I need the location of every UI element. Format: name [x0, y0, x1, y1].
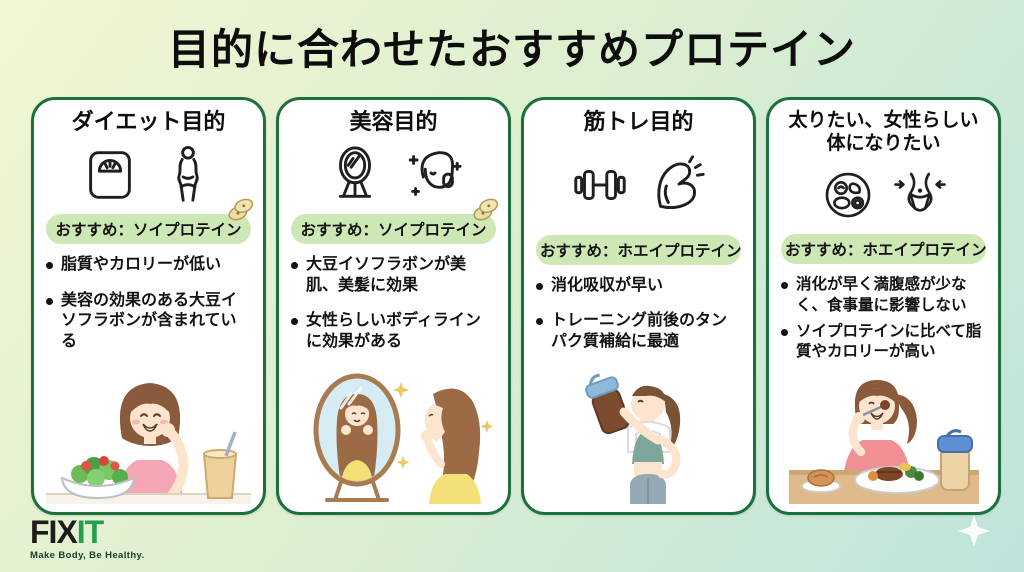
bullet-text: 大豆イソフラボンが美肌、美髪に効果: [306, 255, 467, 294]
scale-icon: [79, 144, 141, 206]
page-title: 目的に合わせたおすすめプロテイン: [167, 26, 856, 73]
bullet-dot: [46, 261, 53, 269]
illustration-woman-drinking-protein-shake: [536, 368, 741, 504]
bullet-dot: [536, 282, 543, 290]
slim-body-icon: [157, 144, 219, 206]
card-heading: 筋トレ目的: [583, 109, 694, 134]
soybean-icon: [226, 197, 256, 228]
bullet-item: ソイプロテインに比べて脂質やカロリーが高い: [781, 322, 986, 362]
card-muscle-training-purpose: 筋トレ目的: [521, 97, 756, 515]
bullet-list: 脂質やカロリーが低い 美容の効果のある大豆イソフラボンが含まれている: [46, 255, 251, 368]
badge-row: おすすめ：ソイプロテイン: [46, 198, 254, 244]
card-beauty-purpose: 美容目的: [276, 97, 511, 515]
bullet-text: 美容の効果のある大豆イソフラボンが含まれている: [61, 291, 238, 351]
logo-part-green: IT: [76, 513, 104, 550]
card-header: 美容目的: [291, 109, 496, 214]
meal-plate-icon: [820, 167, 876, 223]
bullet-dot: [46, 297, 53, 305]
bullet-list: 大豆イソフラボンが美肌、美髪に効果 女性らしいボディラインに効果がある: [291, 255, 496, 368]
soybean-icon: [471, 197, 501, 228]
dumbbell-icon: [569, 154, 631, 216]
bullet-text: ソイプロテインに比べて脂質やカロリーが高い: [796, 322, 982, 360]
logo-part-dark: FIX: [30, 513, 78, 550]
bullet-item: 大豆イソフラボンが美肌、美髪に効果: [291, 255, 496, 297]
beauty-face-icon: [402, 144, 464, 206]
card-heading: 太りたい、女性らしい体になりたい: [788, 110, 979, 155]
bullet-item: 消化吸収が早い: [536, 276, 741, 297]
bullet-list: 消化が早く満腹感が少なく、食事量に影響しない ソイプロテインに比べて脂質やカロリ…: [781, 275, 986, 368]
badge-row: おすすめ：ホエイプロテイン: [536, 234, 742, 265]
sparkle-icon: [956, 513, 992, 554]
bullet-dot: [291, 261, 298, 269]
bullet-item: 消化が早く満腹感が少なく、食事量に影響しない: [781, 275, 986, 315]
bicep-icon: [647, 154, 709, 216]
cards-row: ダイエット目的: [31, 97, 1001, 515]
recommend-badge: おすすめ：ホエイプロテイン: [536, 234, 742, 265]
bullet-item: 脂質やカロリーが低い: [46, 255, 251, 276]
badge-row: おすすめ：ソイプロテイン: [291, 198, 499, 244]
bullet-item: 美容の効果のある大豆イソフラボンが含まれている: [46, 291, 251, 353]
card-weight-gain-purpose: 太りたい、女性らしい体になりたい: [766, 97, 1001, 515]
illustration-woman-looking-in-mirror: [291, 368, 496, 504]
logo-tagline: Make Body, Be Healthy.: [30, 549, 145, 561]
card-header: 太りたい、女性らしい体になりたい: [781, 109, 986, 234]
recommend-badge: おすすめ：ソイプロテイン: [291, 213, 496, 244]
card-heading: ダイエット目的: [71, 109, 226, 134]
bullet-dot: [781, 282, 788, 290]
card-icons: [536, 136, 741, 235]
logo-wordmark: FIXIT: [30, 516, 145, 548]
bullet-text: 女性らしいボディラインに効果がある: [306, 312, 481, 351]
card-header: ダイエット目的: [46, 109, 251, 214]
fixit-logo: FIXIT Make Body, Be Healthy.: [30, 516, 145, 561]
waist-icon: [892, 167, 948, 223]
recommend-badge: おすすめ：ソイプロテイン: [46, 213, 251, 244]
illustration-woman-eating-meal: [781, 368, 986, 504]
badge-row: おすすめ：ホエイプロテイン: [781, 234, 987, 265]
bullet-dot: [291, 318, 298, 326]
card-icons: [46, 136, 251, 214]
bullet-text: 脂質やカロリーが低い: [61, 255, 222, 273]
bullet-dot: [781, 328, 788, 336]
illustration-woman-eating-salad: [46, 368, 251, 504]
bullet-text: 消化が早く満腹感が少なく、食事量に影響しない: [796, 276, 967, 314]
bullet-text: 消化吸収が早い: [551, 276, 664, 294]
bullet-text: トレーニング前後のタンパク質補給に最適: [551, 312, 728, 351]
card-heading: 美容目的: [349, 109, 438, 134]
bullet-item: 女性らしいボディラインに効果がある: [291, 311, 496, 353]
card-icons: [781, 155, 986, 234]
recommend-badge: おすすめ：ホエイプロテイン: [781, 234, 987, 265]
bullet-dot: [536, 318, 543, 326]
bullet-list: 消化吸収が早い トレーニング前後のタンパク質補給に最適: [536, 276, 741, 368]
card-icons: [291, 136, 496, 214]
hand-mirror-icon: [324, 144, 386, 206]
bullet-item: トレーニング前後のタンパク質補給に最適: [536, 311, 741, 353]
card-diet-purpose: ダイエット目的: [31, 97, 266, 515]
card-header: 筋トレ目的: [536, 109, 741, 235]
